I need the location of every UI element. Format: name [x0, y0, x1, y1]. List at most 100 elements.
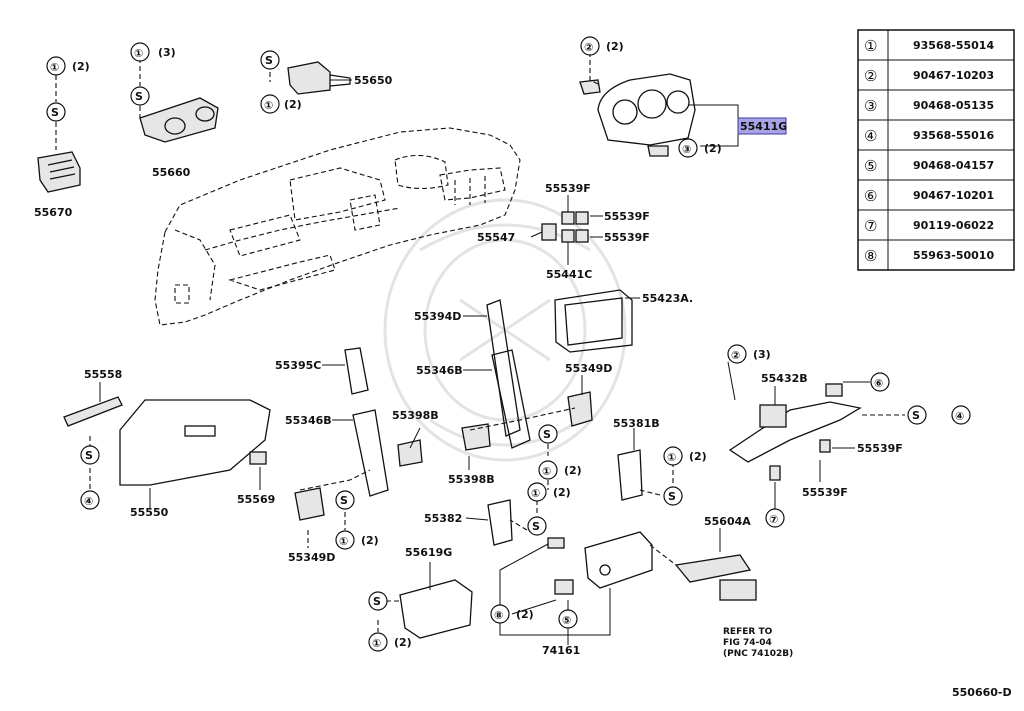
marker-s: S: [135, 90, 143, 103]
callout-55441C: 55441C: [546, 268, 592, 281]
diagram-code: 550660-D: [952, 686, 1012, 699]
marker-s: S: [668, 490, 676, 503]
table-key: ④: [864, 127, 877, 145]
marker-s: S: [51, 106, 59, 119]
marker-2: ②: [731, 349, 740, 362]
clip-group-drawing: [541, 211, 589, 243]
marker-1: ①: [134, 47, 143, 60]
marker-4: ④: [955, 410, 964, 423]
box-55619G-drawing: [399, 579, 473, 639]
table-part-number: 90467-10203: [913, 69, 994, 82]
marker-8: ⑧: [494, 609, 503, 622]
callout-74161: 74161: [542, 644, 580, 657]
callout-55382: 55382: [424, 512, 462, 525]
glove-box-drawing: [63, 396, 271, 486]
callout-55550: 55550: [130, 506, 169, 519]
callout-55558: 55558: [84, 368, 122, 381]
qty-label: (2): [516, 608, 534, 621]
marker-7: ⑦: [769, 513, 778, 526]
qty-label: (2): [689, 450, 707, 463]
table-part-number: 90119-06022: [913, 219, 994, 232]
marker-s: S: [85, 449, 93, 462]
marker-2: ②: [584, 41, 593, 54]
marker-1: ①: [50, 61, 59, 74]
marker-s: S: [265, 54, 273, 67]
callout-55398B-a: 55398B: [392, 409, 439, 422]
marker-1: ①: [542, 465, 551, 478]
refer-note-line: FIG 74-04: [723, 638, 772, 648]
callouts: 55670 55660 55650 55411G 55539F 55539F 5…: [34, 74, 903, 657]
callout-55539F-e: 55539F: [802, 486, 848, 499]
table-part-number: 55963-50010: [913, 249, 994, 262]
marker-1: ①: [667, 451, 676, 464]
marker-s: S: [340, 494, 348, 507]
qty-label: (2): [284, 98, 302, 111]
callout-55670: 55670: [34, 206, 73, 219]
callout-55381B: 55381B: [613, 417, 660, 430]
table-key: ⑧: [864, 247, 877, 265]
callout-55569: 55569: [237, 493, 275, 506]
parts-table: ① 93568-55014 ② 90467-10203 ③ 90468-0513…: [857, 29, 1015, 271]
callout-55349D-a: 55349D: [565, 362, 612, 375]
marker-4: ④: [84, 495, 93, 508]
meter-hood-drawing: [579, 73, 696, 157]
table-key: ①: [864, 37, 877, 55]
symbol-markers: ① (2) S ① (3) S S ① (2) ② (2) ③ (2) S ④ …: [46, 36, 971, 652]
marker-1: ①: [339, 535, 348, 548]
callout-55346B-b: 55346B: [285, 414, 332, 427]
table-part-number: 90468-05135: [913, 99, 994, 112]
refer-note-line: REFER TO: [723, 627, 773, 637]
frame-55423A-drawing: [554, 289, 633, 353]
marker-1: ①: [531, 487, 540, 500]
qty-label: (2): [361, 534, 379, 547]
callout-55539F-d: 55539F: [857, 442, 903, 455]
callout-55539F-c: 55539F: [604, 231, 650, 244]
refer-note: REFER TO FIG 74-04 (PNC 74102B): [723, 627, 793, 659]
callout-55346B-a: 55346B: [416, 364, 463, 377]
marker-1: ①: [372, 637, 381, 650]
bracket-55432B-drawing: [728, 383, 862, 481]
marker-6: ⑥: [874, 377, 883, 390]
table-key: ②: [864, 67, 877, 85]
qty-label: (2): [394, 636, 412, 649]
qty-label: (2): [72, 60, 90, 73]
table-part-number: 90467-10201: [913, 189, 994, 202]
brackets-drawing: [487, 449, 643, 546]
table-key: ⑤: [864, 157, 877, 175]
callout-55394D: 55394D: [414, 310, 461, 323]
callout-55398B-b: 55398B: [448, 473, 495, 486]
vent-55670-drawing: [37, 151, 81, 193]
console-panels-drawing: [294, 299, 593, 521]
table-key: ③: [864, 97, 877, 115]
callout-55650: 55650: [354, 74, 393, 87]
callout-55547: 55547: [477, 231, 515, 244]
table-part-number: 93568-55014: [913, 39, 994, 52]
marker-s: S: [373, 595, 381, 608]
callout-55619G: 55619G: [405, 546, 452, 559]
callout-55539F-a: 55539F: [545, 182, 591, 195]
qty-label: (3): [158, 46, 176, 59]
highlighted-part-box: [737, 117, 787, 135]
callout-55411G: 55411G: [740, 120, 787, 133]
table-part-number: 90468-04157: [913, 159, 994, 172]
vent-55660-drawing: [139, 97, 219, 143]
callout-55432B: 55432B: [761, 372, 808, 385]
table-key: ⑥: [864, 187, 877, 205]
marker-3: ③: [682, 143, 691, 156]
callout-55660: 55660: [152, 166, 191, 179]
callout-55349D-b: 55349D: [288, 551, 335, 564]
qty-label: (2): [553, 486, 571, 499]
instrument-panel-drawing: [154, 127, 521, 326]
qty-label: (3): [753, 348, 771, 361]
callout-55604A: 55604A: [704, 515, 751, 528]
marker-s: S: [543, 428, 551, 441]
marker-5: ⑤: [562, 614, 571, 627]
qty-label: (2): [704, 142, 722, 155]
qty-label: (2): [564, 464, 582, 477]
callout-55539F-b: 55539F: [604, 210, 650, 223]
refer-note-line: (PNC 74102B): [723, 649, 793, 659]
callout-55423A: 55423A.: [642, 292, 693, 305]
table-part-number: 93568-55016: [913, 129, 994, 142]
leader-lines: [55, 52, 905, 645]
vent-55650-drawing: [287, 61, 351, 95]
